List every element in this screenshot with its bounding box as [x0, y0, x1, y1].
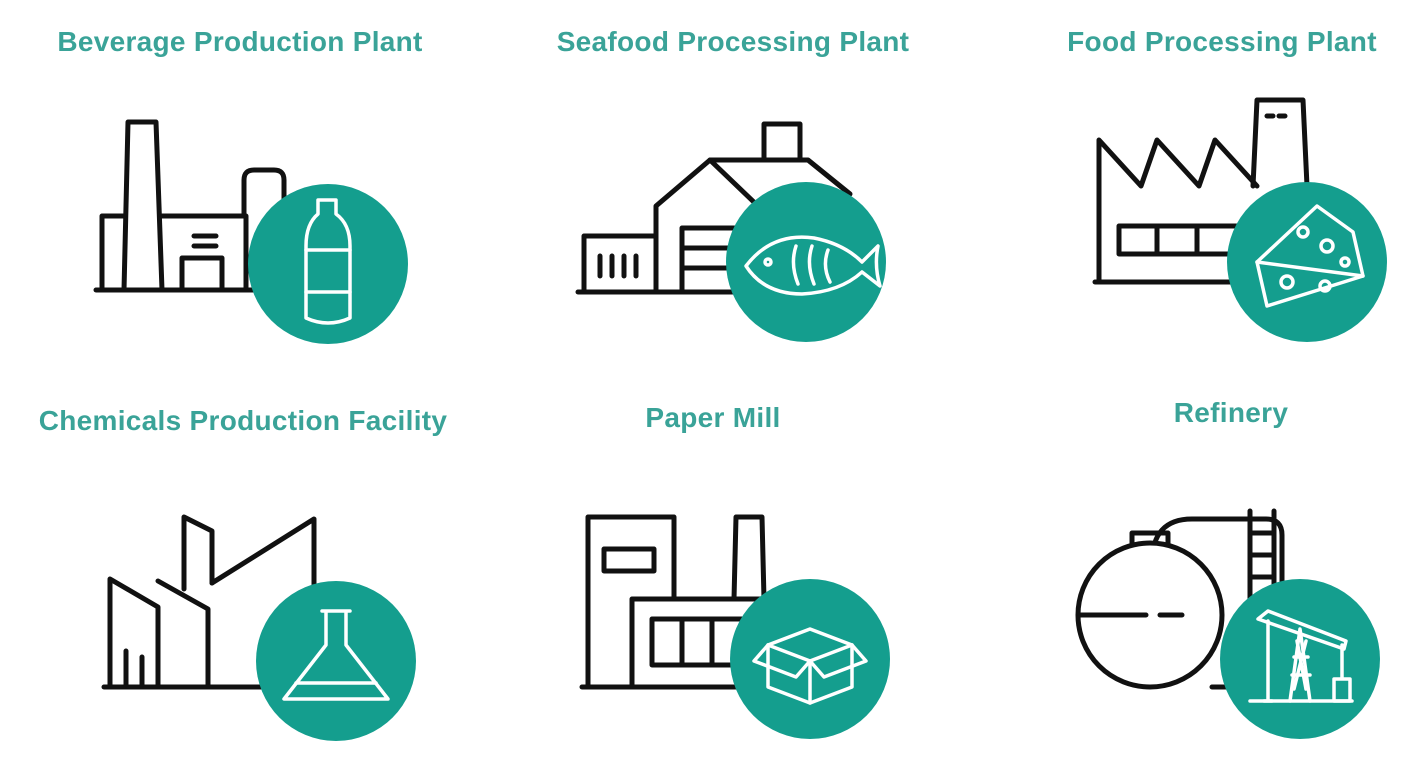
box-icon [752, 627, 868, 705]
facility-tile-chemicals: Chemicals Production Facility [8, 383, 478, 765]
facility-tile-beverage: Beverage Production Plant [6, 0, 476, 382]
bottle-icon [304, 198, 352, 325]
warehouse-icon [575, 121, 886, 342]
mill-icon [579, 514, 890, 739]
accent-badge [256, 581, 416, 741]
facility-tile-seafood: Seafood Processing Plant [498, 0, 968, 382]
facility-title: Food Processing Plant [1067, 26, 1377, 57]
sawtooth-factory-icon [1092, 97, 1387, 342]
facility-title: Chemicals Production Facility [38, 405, 448, 436]
fish-icon [744, 235, 882, 296]
facility-title: Paper Mill [645, 402, 781, 433]
chemical-plant-icon [101, 514, 416, 741]
flask-icon [282, 609, 390, 701]
facility-tile-refinery: Refinery [996, 383, 1409, 765]
facility-title: Refinery [1173, 397, 1289, 428]
accent-badge [730, 579, 890, 739]
facility-title: Beverage Production Plant [57, 26, 423, 57]
accent-badge [1227, 182, 1387, 342]
storage-tank-icon [1075, 508, 1380, 739]
accent-badge [248, 184, 408, 344]
oil-pump-icon [1248, 609, 1354, 703]
accent-badge [726, 182, 886, 342]
factory-icon [93, 119, 408, 344]
facility-tile-food: Food Processing Plant [987, 0, 1409, 382]
cheese-icon [1255, 204, 1365, 308]
facility-tile-paper-mill: Paper Mill [478, 383, 948, 765]
facility-title: Seafood Processing Plant [556, 26, 910, 57]
